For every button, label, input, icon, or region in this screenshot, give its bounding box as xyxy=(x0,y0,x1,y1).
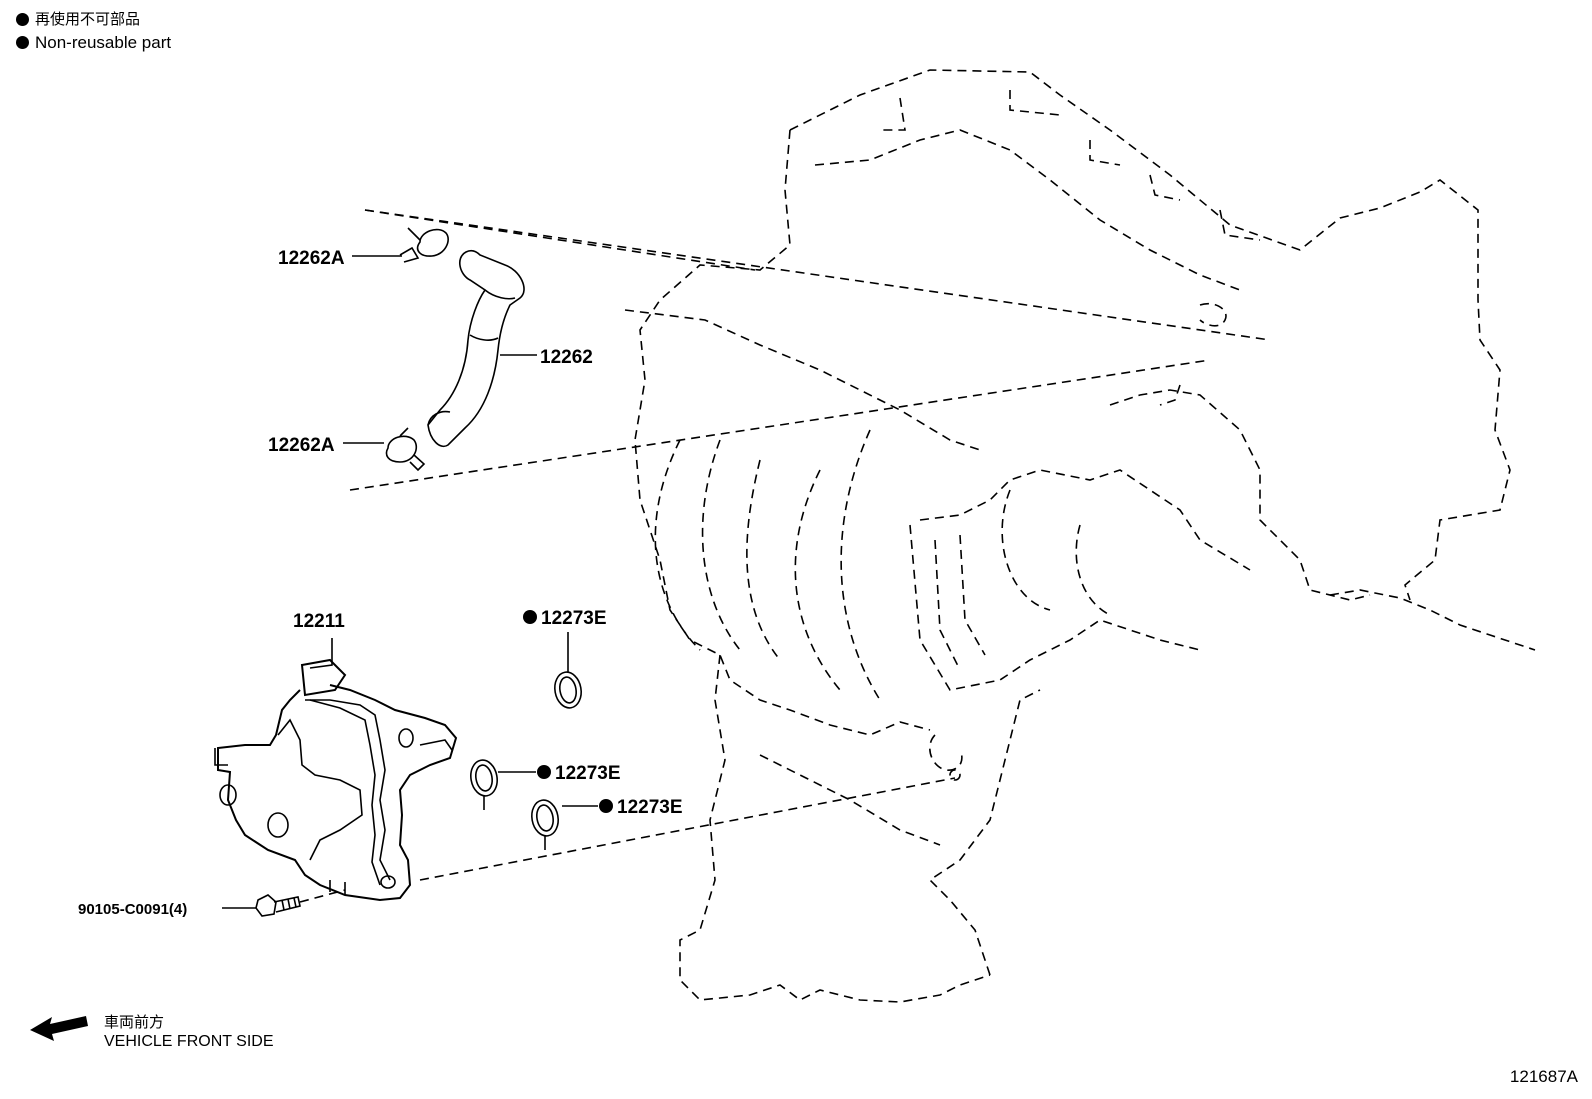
hose-clip-bottom xyxy=(385,427,426,472)
non-reusable-dot-icon xyxy=(16,13,29,26)
ventilation-hose xyxy=(427,249,525,447)
part-label-clip-bottom: 12262A xyxy=(268,435,335,456)
non-reusable-dot-icon xyxy=(599,799,613,813)
non-reusable-dot-icon xyxy=(16,36,29,49)
legend-row-japanese: 再使用不可部品 xyxy=(16,8,171,31)
vehicle-front-english: VEHICLE FRONT SIDE xyxy=(104,1033,274,1050)
part-label-gasket-a: 12273E xyxy=(541,608,607,629)
legend-japanese-text: 再使用不可部品 xyxy=(35,10,141,28)
part-label-clip-top: 12262A xyxy=(278,248,345,269)
gasket-c xyxy=(531,799,559,850)
label-leaders xyxy=(222,255,598,909)
figure-number: 121687A xyxy=(1509,1067,1578,1086)
legend-english-text: Non-reusable part xyxy=(35,33,172,52)
gasket-b xyxy=(470,759,498,810)
part-label-gasket-b: 12273E xyxy=(555,763,621,784)
part-label-hose: 12262 xyxy=(540,347,593,368)
gasket-a xyxy=(554,660,582,709)
part-label-gasket-c: 12273E xyxy=(617,797,683,818)
assembly-dashed-leaders xyxy=(299,209,1271,903)
vehicle-front-japanese: 車両前方 xyxy=(104,1013,165,1031)
non-reusable-dot-icon xyxy=(537,765,551,779)
non-reusable-dot-icon xyxy=(523,610,537,624)
legend: 再使用不可部品 Non-reusable part xyxy=(16,8,171,54)
ventilation-cover xyxy=(214,658,458,902)
legend-row-english: Non-reusable part xyxy=(16,31,171,54)
part-label-cover: 12211 xyxy=(293,611,345,632)
front-arrow-icon xyxy=(30,1016,88,1041)
hose-clip-top xyxy=(399,227,449,263)
engine-phantom-outline xyxy=(624,69,1536,1003)
vehicle-front-text: 車両前方 VEHICLE FRONT SIDE xyxy=(104,1012,274,1052)
part-label-bolt: 90105-C0091(4) xyxy=(78,901,187,918)
flange-bolt xyxy=(255,894,301,917)
